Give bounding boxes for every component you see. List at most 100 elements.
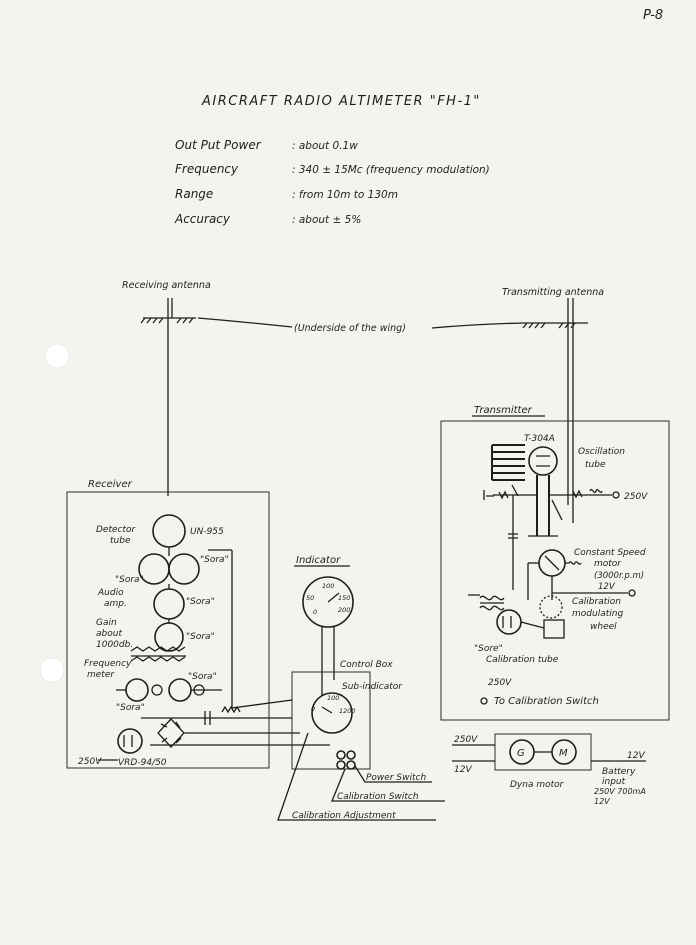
transmitter-voltage: 250V — [624, 492, 648, 502]
punch-hole-bottom — [39, 657, 65, 683]
receiver-box — [66, 491, 270, 769]
dynamotor-section: G M 250V 12V 12V Dyna motor Battery inpu… — [452, 733, 646, 806]
page-number: P-8 — [643, 8, 663, 23]
dial-label-0: 0 — [313, 608, 317, 616]
dyna-250v: 250V — [454, 735, 478, 745]
transmitter-box — [440, 420, 670, 721]
punch-hole-top — [44, 343, 70, 369]
sora-label-3: "Sora" — [186, 597, 215, 607]
battery-rating: 250V 700mA — [594, 787, 646, 796]
detector-tube — [152, 514, 186, 548]
sora-label-4: "Sora" — [186, 632, 215, 642]
sora-tube-4 — [154, 622, 184, 652]
oscillation-tube — [528, 446, 558, 476]
control-box — [291, 671, 371, 770]
receiving-antenna-label: Receiving antenna — [122, 280, 211, 291]
calibration-adjustment-label: Calibration Adjustment — [292, 811, 396, 821]
motor-speed: (3000r.p.m) — [594, 571, 644, 581]
vr-tube-type: VRD-94/50 — [118, 758, 167, 768]
transmitter-section: Transmitter T-304A Oscillation tube 250V… — [440, 405, 670, 721]
interconnect-wiring — [150, 699, 330, 746]
spec-value-frequency: : 340 ± 15Mc (frequency modulation) — [292, 164, 490, 176]
dial-label-150: 150 — [338, 594, 350, 602]
spec-list: Out Put Power : about 0.1w Frequency : 3… — [174, 138, 490, 226]
sora-tube-3 — [153, 588, 185, 620]
sora-tube-2 — [168, 553, 200, 585]
freq-meter-tube-2 — [168, 678, 192, 702]
sora-label-2: "Sora" — [200, 555, 229, 565]
sore-label: "Sore" — [474, 644, 503, 654]
indicator-section: Indicator 100 50 150 200 0 Control Box S… — [277, 555, 445, 821]
power-switch-label: Power Switch — [366, 773, 426, 783]
battery-label: Battery — [602, 767, 636, 777]
frequency-meter-label-2: meter — [87, 670, 115, 680]
power-switch-knob[interactable] — [336, 750, 346, 760]
switch-knob-3[interactable] — [336, 760, 346, 770]
receiver-section: Receiver Detector tube UN-955 "Sora" "So… — [66, 479, 270, 769]
receiver-title: Receiver — [88, 479, 133, 490]
detector-tube-type: UN-955 — [190, 527, 224, 537]
calibration-tube — [496, 609, 522, 635]
transmitting-antenna-label: Transmitting antenna — [502, 287, 604, 298]
gain-label-3: 1000db. — [96, 640, 133, 650]
sub-dial-label-1200: 1200 — [339, 707, 356, 715]
wing-note: (Underside of the wing) — [197, 317, 525, 334]
battery-voltage: 12V — [594, 797, 610, 806]
detector-label: Detector — [96, 525, 137, 535]
cal-voltage: 250V — [488, 678, 512, 688]
detector-label-2: tube — [110, 536, 131, 546]
dial-label-100: 100 — [322, 582, 334, 590]
sub-dial-label-100: 100 — [327, 694, 339, 702]
sub-indicator-label: Sub-indicator — [342, 682, 403, 692]
spec-label-power: Out Put Power — [175, 138, 262, 152]
transmitter-title: Transmitter — [474, 405, 533, 416]
wing-note-label: (Underside of the wing) — [294, 323, 406, 334]
calibration-switch-label: Calibration Switch — [337, 792, 419, 802]
receiving-antenna: Receiving antenna — [122, 280, 211, 496]
calibration-wheel — [539, 595, 563, 619]
spec-value-accuracy: : about ± 5% — [292, 214, 361, 226]
dyna-12v-right: 12V — [627, 751, 645, 761]
cal-wheel-label: Calibration — [572, 597, 621, 607]
to-cal-switch-label: To Calibration Switch — [494, 696, 599, 707]
cal-wheel-label-2: modulating — [572, 609, 623, 619]
sub-dial-label-0: 0 — [311, 705, 315, 713]
motor-voltage: 12V — [598, 582, 616, 592]
spec-value-power: : about 0.1w — [292, 140, 358, 152]
sora-label-1: "Sora" — [115, 575, 144, 585]
gain-label: Gain — [96, 618, 117, 628]
frequency-meter-label: Frequency — [84, 659, 132, 669]
spec-label-range: Range — [175, 187, 213, 201]
generator-letter: G — [517, 748, 525, 759]
page-title: AIRCRAFT RADIO ALTIMETER "FH-1" — [201, 94, 481, 109]
sora-label-6: "Sora" — [116, 703, 145, 713]
switch-knob-4[interactable] — [346, 760, 356, 770]
cal-wheel-label-3: wheel — [590, 622, 617, 632]
cal-tube-label: Calibration tube — [486, 655, 559, 665]
spec-label-frequency: Frequency — [175, 162, 239, 176]
control-box-label: Control Box — [340, 660, 393, 670]
battery-label-2: input — [602, 777, 626, 787]
indicator-title: Indicator — [296, 555, 341, 566]
vr-tube — [117, 728, 143, 754]
receiver-voltage: 250V — [78, 757, 102, 767]
osc-label: Oscillation — [578, 447, 625, 457]
audio-amp-label: Audio — [97, 588, 124, 598]
dynamotor-box — [494, 733, 592, 771]
gain-label-2: about — [96, 629, 122, 639]
osc-tube-type: T-304A — [524, 434, 555, 444]
freq-meter-tube-1 — [125, 678, 149, 702]
calibration-switch-knob[interactable] — [346, 750, 356, 760]
sora-label-5: "Sora" — [188, 672, 217, 682]
dial-label-200: 200 — [338, 606, 350, 614]
dial-label-50: 50 — [306, 594, 314, 602]
motor-letter: M — [559, 748, 568, 759]
spec-label-accuracy: Accuracy — [174, 212, 231, 226]
motor-label-2: motor — [594, 559, 622, 569]
transmitting-antenna: Transmitting antenna — [502, 287, 604, 523]
motor-label: Constant Speed — [574, 548, 646, 558]
dynamotor-label: Dyna motor — [510, 780, 565, 790]
spec-value-range: : from 10m to 130m — [292, 189, 398, 201]
osc-label-2: tube — [585, 460, 606, 470]
